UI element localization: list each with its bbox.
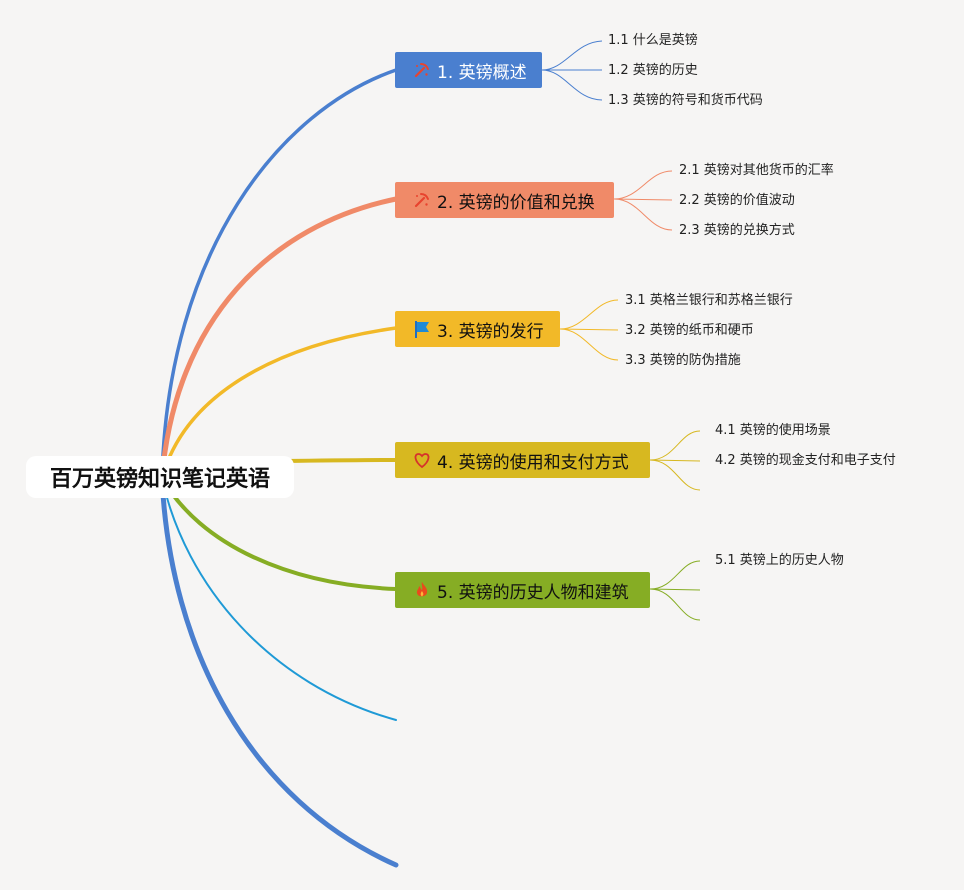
subtopic-1-2[interactable]: 1.2 英镑的历史 [608, 63, 698, 78]
branch-4[interactable]: 4. 英镑的使用和支付方式 [395, 442, 650, 478]
connector-branch-7 [159, 475, 399, 868]
connector-subs-5 [649, 560, 701, 621]
connector-branch-2 [159, 196, 399, 481]
branch-4-label: 4. 英镑的使用和支付方式 [437, 452, 629, 473]
subtopic-2-1[interactable]: 2.1 英镑对其他货币的汇率 [679, 163, 834, 178]
connector-branch-1 [160, 68, 398, 480]
branch-1[interactable]: 1. 英镑概述 [395, 52, 542, 88]
subtopic-3-3[interactable]: 3.3 英镑的防伪措施 [625, 353, 741, 368]
connector-subs-1 [541, 40, 603, 101]
connector-subs-2 [613, 170, 673, 231]
subtopic-5-1[interactable]: 5.1 英镑上的历史人物 [715, 553, 844, 568]
branch-3[interactable]: 3. 英镑的发行 [395, 311, 560, 347]
branch-5-label: 5. 英镑的历史人物和建筑 [437, 582, 629, 603]
subtopic-2-2[interactable]: 2.2 英镑的价值波动 [679, 193, 795, 208]
branch-2-label: 2. 英镑的价值和兑换 [437, 192, 595, 213]
connector-branch-3 [160, 326, 398, 480]
pickaxe-icon [411, 59, 433, 81]
branch-2[interactable]: 2. 英镑的价值和兑换 [395, 182, 614, 218]
fire-icon [411, 579, 433, 601]
root-topic[interactable]: 百万英镑知识笔记英语 [26, 456, 294, 498]
heart-icon [411, 449, 433, 471]
flag-icon [411, 318, 433, 340]
pickaxe-icon [411, 189, 433, 211]
subtopic-4-2[interactable]: 4.2 英镑的现金支付和电子支付 [715, 453, 896, 468]
branch-1-label: 1. 英镑概述 [437, 62, 527, 83]
subtopic-1-1[interactable]: 1.1 什么是英镑 [608, 33, 698, 48]
branch-3-label: 3. 英镑的发行 [437, 321, 544, 342]
subtopic-3-1[interactable]: 3.1 英格兰银行和苏格兰银行 [625, 293, 793, 308]
connector-branch-5 [160, 476, 398, 591]
subtopic-1-3[interactable]: 1.3 英镑的符号和货币代码 [608, 93, 763, 108]
subtopic-2-3[interactable]: 2.3 英镑的兑换方式 [679, 223, 795, 238]
subtopic-4-1[interactable]: 4.1 英镑的使用场景 [715, 423, 831, 438]
connector-subs-4 [649, 430, 701, 491]
connector-branch-6 [161, 477, 397, 721]
branch-5[interactable]: 5. 英镑的历史人物和建筑 [395, 572, 650, 608]
root-title: 百万英镑知识笔记英语 [49, 467, 270, 492]
connector-subs-3 [559, 299, 619, 361]
subtopic-3-2[interactable]: 3.2 英镑的纸币和硬币 [625, 323, 754, 338]
